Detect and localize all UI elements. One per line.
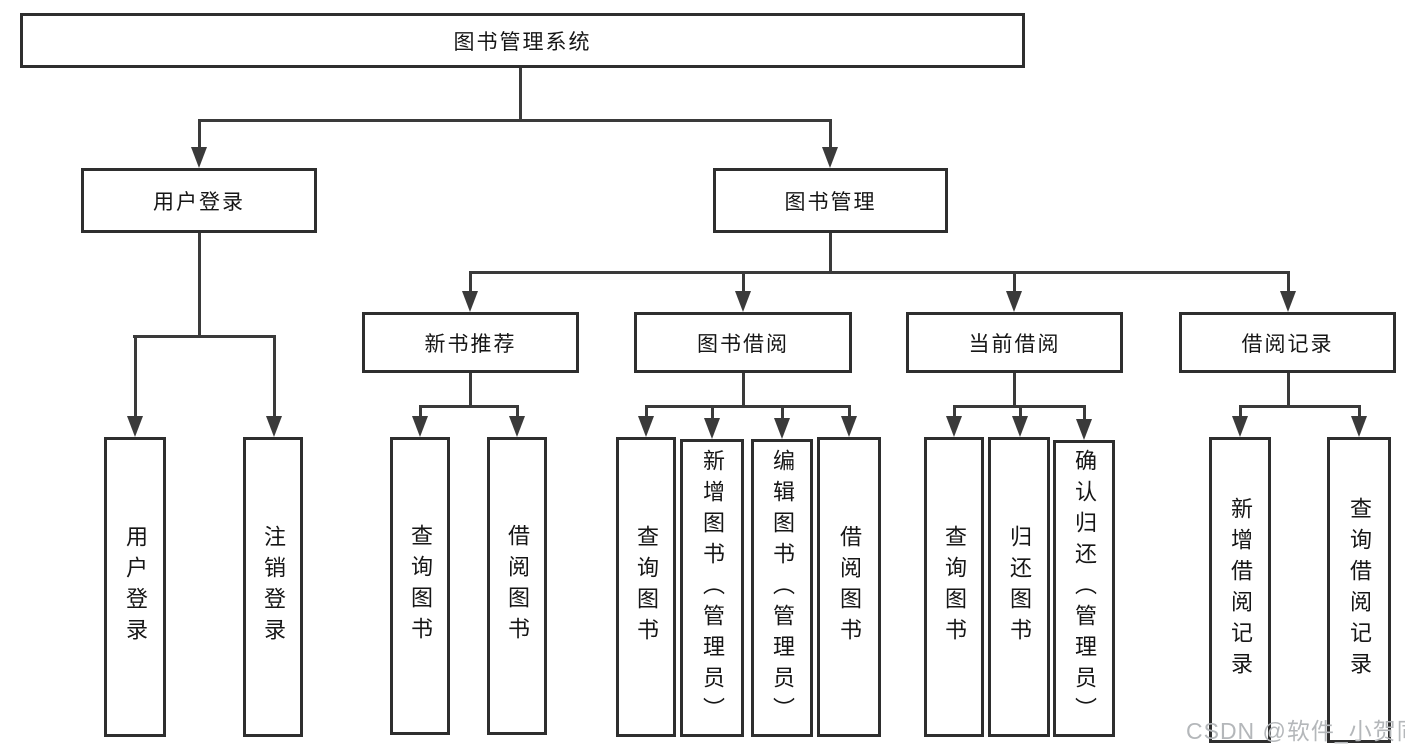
connector-line <box>742 271 745 299</box>
connector-line <box>198 119 201 154</box>
node-borrow-records: 借阅记录 <box>1179 312 1396 373</box>
node-user-login: 用户登录 <box>81 168 317 233</box>
connector-line <box>848 405 851 423</box>
connector-line <box>1019 405 1022 423</box>
leaf-borrow-books-2: 借阅图书 <box>817 437 881 737</box>
connector-line <box>1358 405 1361 423</box>
node-book-borrow-label: 图书借阅 <box>697 332 789 356</box>
connector-line <box>1013 271 1016 299</box>
connector-line <box>198 119 832 122</box>
leaf-logout: 注销登录 <box>243 437 303 737</box>
connector-line <box>645 405 648 423</box>
connector-line <box>469 373 472 408</box>
arrow-down-icon <box>1232 416 1248 437</box>
arrow-down-icon <box>1351 416 1367 437</box>
arrow-down-icon <box>822 147 838 168</box>
connector-line <box>198 233 201 338</box>
node-root-label: 图书管理系统 <box>453 30 592 54</box>
arrow-down-icon <box>704 418 720 439</box>
node-user-login-label: 用户登录 <box>153 190 245 214</box>
connector-line <box>133 335 276 338</box>
connector-line <box>134 335 137 423</box>
connector-line <box>645 405 851 408</box>
arrow-down-icon <box>735 291 751 312</box>
node-borrow-records-label: 借阅记录 <box>1241 332 1334 356</box>
node-root: 图书管理系统 <box>20 13 1025 68</box>
arrow-down-icon <box>774 418 790 439</box>
connector-line <box>829 233 832 274</box>
connector-line <box>781 405 784 423</box>
csdn-watermark: CSDN @软件_小贺同学 <box>1186 718 1405 744</box>
arrow-down-icon <box>841 416 857 437</box>
arrow-down-icon <box>462 291 478 312</box>
leaf-query-books-2: 查询图书 <box>616 437 676 737</box>
leaf-add-book-admin: 新增图书（管理员） <box>680 439 744 737</box>
connector-line <box>1287 271 1290 299</box>
arrow-down-icon <box>412 416 428 437</box>
connector-line <box>469 271 472 299</box>
connector-line <box>1083 405 1086 423</box>
node-book-borrow: 图书借阅 <box>634 312 852 373</box>
connector-line <box>516 405 519 423</box>
connector-line <box>419 405 422 423</box>
leaf-query-books-1: 查询图书 <box>390 437 450 735</box>
arrow-down-icon <box>127 416 143 437</box>
arrow-down-icon <box>1280 291 1296 312</box>
connector-line <box>519 68 522 122</box>
arrow-down-icon <box>266 416 282 437</box>
connector-line <box>1287 373 1290 408</box>
node-book-management-label: 图书管理 <box>784 190 877 214</box>
connector-line <box>273 335 276 423</box>
leaf-return-books: 归还图书 <box>988 437 1050 737</box>
leaf-borrow-books-1: 借阅图书 <box>487 437 547 735</box>
leaf-add-borrow-record: 新增借阅记录 <box>1209 437 1271 743</box>
connector-line <box>742 373 745 408</box>
arrow-down-icon <box>638 416 654 437</box>
arrow-down-icon <box>509 416 525 437</box>
connector-line <box>953 405 956 423</box>
leaf-confirm-return-admin: 确认归还（管理员） <box>1053 440 1115 737</box>
connector-line <box>419 405 519 408</box>
arrow-down-icon <box>1012 416 1028 437</box>
connector-line <box>711 405 714 423</box>
node-new-book-recommend: 新书推荐 <box>362 312 579 373</box>
connector-line <box>1239 405 1242 423</box>
leaf-edit-book-admin: 编辑图书（管理员） <box>751 439 813 737</box>
leaf-query-books-3: 查询图书 <box>924 437 984 737</box>
arrow-down-icon <box>191 147 207 168</box>
node-new-book-recommend-label: 新书推荐 <box>424 332 517 356</box>
node-book-management: 图书管理 <box>713 168 948 233</box>
arrow-down-icon <box>1076 419 1092 440</box>
leaf-query-borrow-record: 查询借阅记录 <box>1327 437 1391 743</box>
connector-line <box>1013 373 1016 408</box>
connector-line <box>469 271 1290 274</box>
connector-line <box>829 119 832 154</box>
leaf-user-login: 用户登录 <box>104 437 166 737</box>
arrow-down-icon <box>1006 291 1022 312</box>
arrow-down-icon <box>946 416 962 437</box>
node-current-borrow-label: 当前借阅 <box>968 332 1061 356</box>
node-current-borrow: 当前借阅 <box>906 312 1123 373</box>
connector-line <box>1239 405 1361 408</box>
